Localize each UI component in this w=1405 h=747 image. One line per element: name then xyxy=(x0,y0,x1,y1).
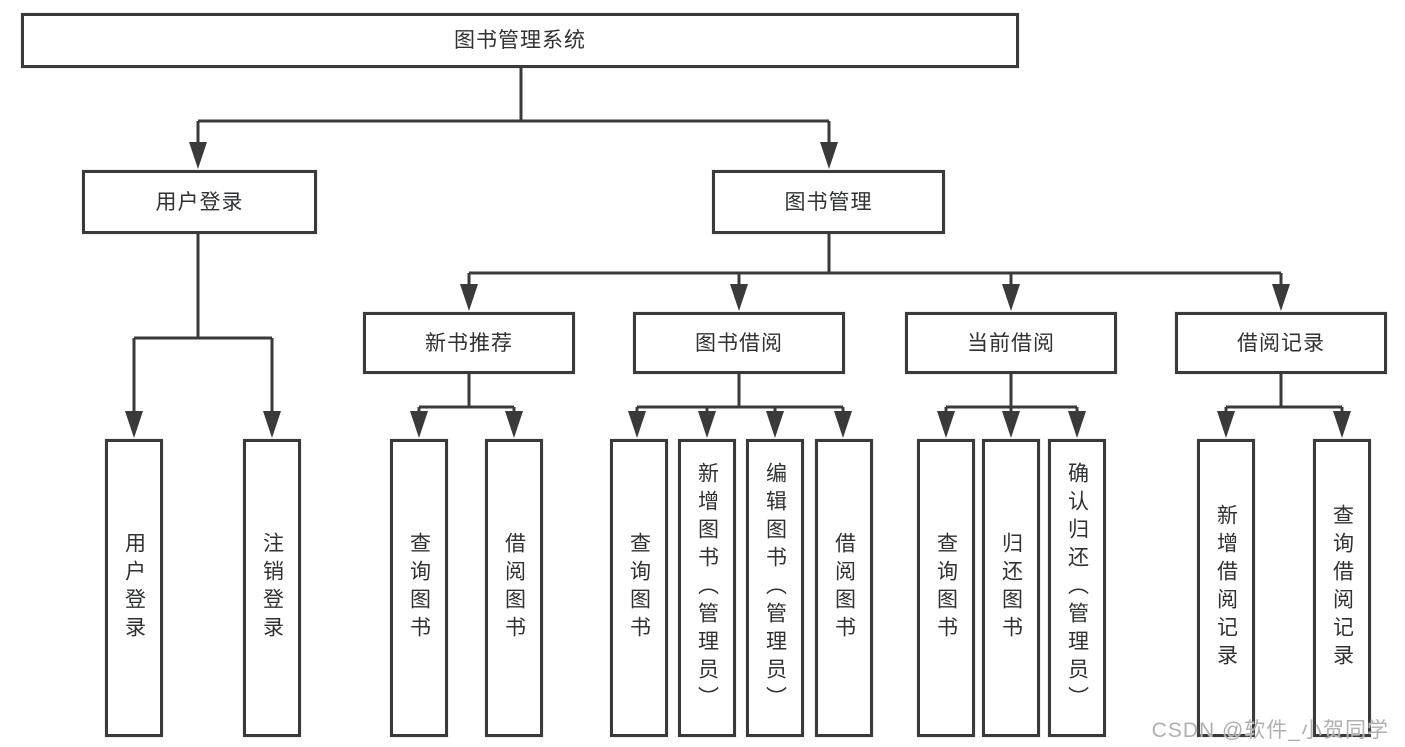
leaf-borrow-books-recommend: 借阅图书 xyxy=(485,439,543,737)
node-label: 编辑图书（管理员） xyxy=(763,462,787,714)
node-label: 新增借阅记录 xyxy=(1214,504,1238,672)
node-label: 借阅记录 xyxy=(1237,331,1325,355)
leaf-return-books: 归还图书 xyxy=(982,439,1040,737)
connector-records-to-leaves xyxy=(1217,374,1351,438)
node-label: 用户登录 xyxy=(155,190,244,214)
node-label: 新书推荐 xyxy=(425,331,513,355)
node-label: 确认归还（管理员） xyxy=(1065,462,1089,714)
node-book-borrow: 图书借阅 xyxy=(633,312,845,374)
node-user-login: 用户登录 xyxy=(82,170,317,234)
csdn-watermark: CSDN @软件_小贺同学 xyxy=(1151,719,1389,742)
node-root-system: 图书管理系统 xyxy=(21,13,1019,68)
node-label: 查询图书 xyxy=(627,532,651,644)
node-label: 图书管理系统 xyxy=(454,29,586,52)
node-label: 查询图书 xyxy=(407,532,431,644)
leaf-query-books-recommend: 查询图书 xyxy=(390,439,448,737)
node-label: 图书借阅 xyxy=(695,331,783,355)
connector-bookmgmt-to-level3 xyxy=(460,234,1290,311)
leaf-edit-books-admin: 编辑图书（管理员） xyxy=(746,439,804,737)
leaf-logout: 注销登录 xyxy=(243,439,301,737)
node-label: 归还图书 xyxy=(999,532,1023,644)
node-label: 借阅图书 xyxy=(832,532,856,644)
leaf-add-books-admin: 新增图书（管理员） xyxy=(678,439,736,737)
node-new-book-recommend: 新书推荐 xyxy=(363,312,575,374)
connector-userlogin-to-leaves xyxy=(125,234,281,438)
connector-borrow-to-leaves xyxy=(628,374,852,438)
node-label: 注销登录 xyxy=(260,532,284,644)
node-current-borrow: 当前借阅 xyxy=(905,312,1117,374)
leaf-confirm-return-admin: 确认归还（管理员） xyxy=(1048,439,1106,737)
node-label: 新增图书（管理员） xyxy=(695,462,719,714)
node-book-management: 图书管理 xyxy=(712,170,945,234)
leaf-user-login: 用户登录 xyxy=(105,439,163,737)
node-label: 图书管理 xyxy=(784,190,873,214)
connector-current-to-leaves xyxy=(937,374,1086,438)
node-label: 借阅图书 xyxy=(502,532,526,644)
node-label: 当前借阅 xyxy=(967,331,1055,355)
connector-root-to-level2 xyxy=(189,68,838,169)
node-label: 用户登录 xyxy=(122,532,146,644)
connector-newbooks-to-leaves xyxy=(410,374,523,438)
node-borrow-records: 借阅记录 xyxy=(1175,312,1387,374)
leaf-borrow-books: 借阅图书 xyxy=(815,439,873,737)
leaf-add-borrow-record: 新增借阅记录 xyxy=(1197,439,1255,737)
node-label: 查询图书 xyxy=(934,532,958,644)
node-label: 查询借阅记录 xyxy=(1330,504,1354,672)
leaf-query-books-current: 查询图书 xyxy=(917,439,975,737)
leaf-query-borrow-record: 查询借阅记录 xyxy=(1313,439,1371,737)
leaf-query-books-borrow: 查询图书 xyxy=(610,439,668,737)
